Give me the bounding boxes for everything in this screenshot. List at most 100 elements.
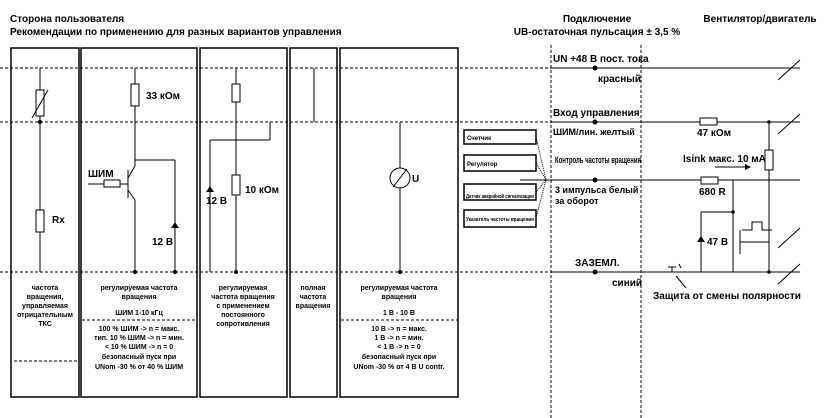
control-type: ШИМ/лин. желтый	[553, 127, 635, 137]
col5-detail: 1 В -> n = мин.	[374, 335, 423, 342]
voltage-source-label: U	[412, 174, 419, 185]
column-box-voltage	[339, 47, 459, 398]
control-label: Вход управления	[553, 108, 640, 119]
ground-color: синий	[612, 278, 642, 289]
col1-text: вращения,	[27, 294, 64, 301]
resistor-icon	[764, 149, 774, 171]
pointer-line	[675, 275, 687, 289]
col1-text: отрицательным	[17, 312, 73, 319]
isink-label: Isink макс. 10 мА	[683, 154, 766, 165]
reverse-protection-label: Защита от смены полярности	[653, 291, 801, 302]
zener-diode-icon	[697, 236, 705, 242]
supply-color: красный	[598, 74, 641, 85]
potentiometer-icon	[231, 174, 241, 196]
control-terminal[interactable]	[592, 119, 598, 125]
col3-text: постоянного	[221, 312, 265, 319]
col5-mode: 1 В - 10 В	[383, 310, 415, 317]
col2-detail: UNom -30 % от 40 % ШИМ	[95, 364, 183, 371]
transistor-icon	[127, 189, 136, 201]
tach-terminal[interactable]	[592, 177, 598, 183]
col2-detail: безопасный пуск при	[102, 353, 176, 361]
column-box-ntc	[10, 47, 80, 398]
pwm-label: ШИМ	[88, 169, 114, 180]
device-speed-indicator-label: Указатель частоты вращения	[466, 217, 534, 223]
resistor-47k-label: 47 кОм	[697, 128, 731, 139]
col5-text: регулируемая частота	[360, 285, 437, 292]
col3-text: с применением	[216, 303, 269, 310]
col2-text: вращения	[122, 294, 157, 301]
col2-mode: ШИМ 1-10 кГц	[115, 310, 163, 317]
resistor-10k-label: 10 кОм	[245, 185, 279, 196]
junction	[234, 270, 238, 274]
col2-detail: 100 % ШИМ -> n = макс.	[99, 326, 180, 333]
col4-text: вращения	[296, 303, 331, 310]
fan-title: Вентилятор/двигатель	[703, 14, 816, 25]
device-leads	[535, 136, 547, 219]
col5-detail: 10 В -> n = макс.	[371, 326, 427, 333]
ground-label: ЗАЗЕМЛ.	[575, 258, 620, 269]
col3-text: сопротивления	[216, 321, 270, 328]
resistor-icon	[103, 179, 121, 188]
col2-text: регулируемая частота	[100, 285, 177, 292]
ntc-arrow	[31, 89, 49, 119]
device-regulator-label: Регулятор	[467, 162, 498, 168]
col1-text: управляемая	[22, 303, 68, 310]
junction	[173, 270, 177, 274]
col2-detail: тип. 10 % ШИМ -> n = мин.	[94, 335, 184, 342]
column-box-full	[289, 47, 338, 398]
rx-label: Rx	[52, 215, 65, 226]
col5-detail: < 1 В -> n = 0	[377, 344, 420, 351]
junction	[767, 270, 771, 274]
resistor-icon	[231, 83, 241, 103]
col5-detail: безопасный пуск при	[362, 353, 436, 361]
col3-text: частота вращения	[211, 294, 274, 301]
header-subtitle: Рекомендации по применению для разных ва…	[10, 27, 342, 38]
junction	[38, 120, 42, 124]
current-arrow-icon	[745, 164, 751, 170]
transistor-icon	[127, 165, 136, 179]
slash	[777, 113, 801, 135]
supply-terminal[interactable]	[592, 65, 598, 71]
junction	[398, 270, 402, 274]
ground-terminal[interactable]	[592, 269, 598, 275]
voltage-source-icon	[392, 168, 408, 188]
junction	[731, 210, 735, 214]
junction	[133, 270, 137, 274]
zener-diode-icon	[171, 222, 179, 228]
resistor-680-label: 680 R	[699, 187, 726, 198]
polarity-protection-icon	[668, 263, 682, 272]
slash	[777, 59, 801, 81]
col3-text: регулируемая	[219, 285, 267, 292]
resistor-icon	[35, 209, 45, 233]
tach-pulses: 3 импульса белый	[555, 185, 638, 195]
pulse-icon	[742, 221, 772, 231]
slash	[777, 263, 801, 285]
col5-text: вращения	[382, 294, 417, 301]
supply-label: UN +48 В пост. тока	[553, 54, 649, 65]
device-alarm-label: Датчик аварийной сигнализации	[466, 193, 534, 200]
col1-text: ТКС	[38, 321, 52, 328]
zener-12v-label-2: 12 В	[206, 196, 227, 207]
device-speed-indicator	[463, 209, 537, 228]
ripple-note: UB-остаточная пульсация ± 3,5 %	[514, 27, 680, 38]
tach-label: Контроль частоты вращения	[555, 155, 641, 166]
column-box-resistor	[199, 47, 288, 398]
device-counter-label: Счетчик	[467, 136, 491, 142]
col4-text: полная	[301, 285, 326, 292]
resistor-icon	[130, 83, 140, 107]
col5-detail: UNom -30 % от 4 В U contr.	[353, 364, 444, 371]
resistor-icon	[700, 176, 719, 185]
tach-per: за оборот	[555, 196, 599, 206]
connection-title: Подключение	[563, 14, 632, 25]
slash	[777, 227, 801, 249]
header-title: Сторона пользователя	[10, 14, 124, 25]
col1-text: частота	[32, 285, 59, 292]
col2-detail: < 10 % ШИМ -> n = 0	[105, 344, 173, 351]
resistor-33k-label: 33 кОм	[146, 91, 180, 102]
col4-text: частота	[300, 294, 327, 301]
zener-47v-label: 47 В	[707, 237, 728, 248]
junction	[767, 120, 771, 124]
zener-diode-icon	[206, 186, 214, 192]
resistor-icon	[699, 117, 718, 126]
